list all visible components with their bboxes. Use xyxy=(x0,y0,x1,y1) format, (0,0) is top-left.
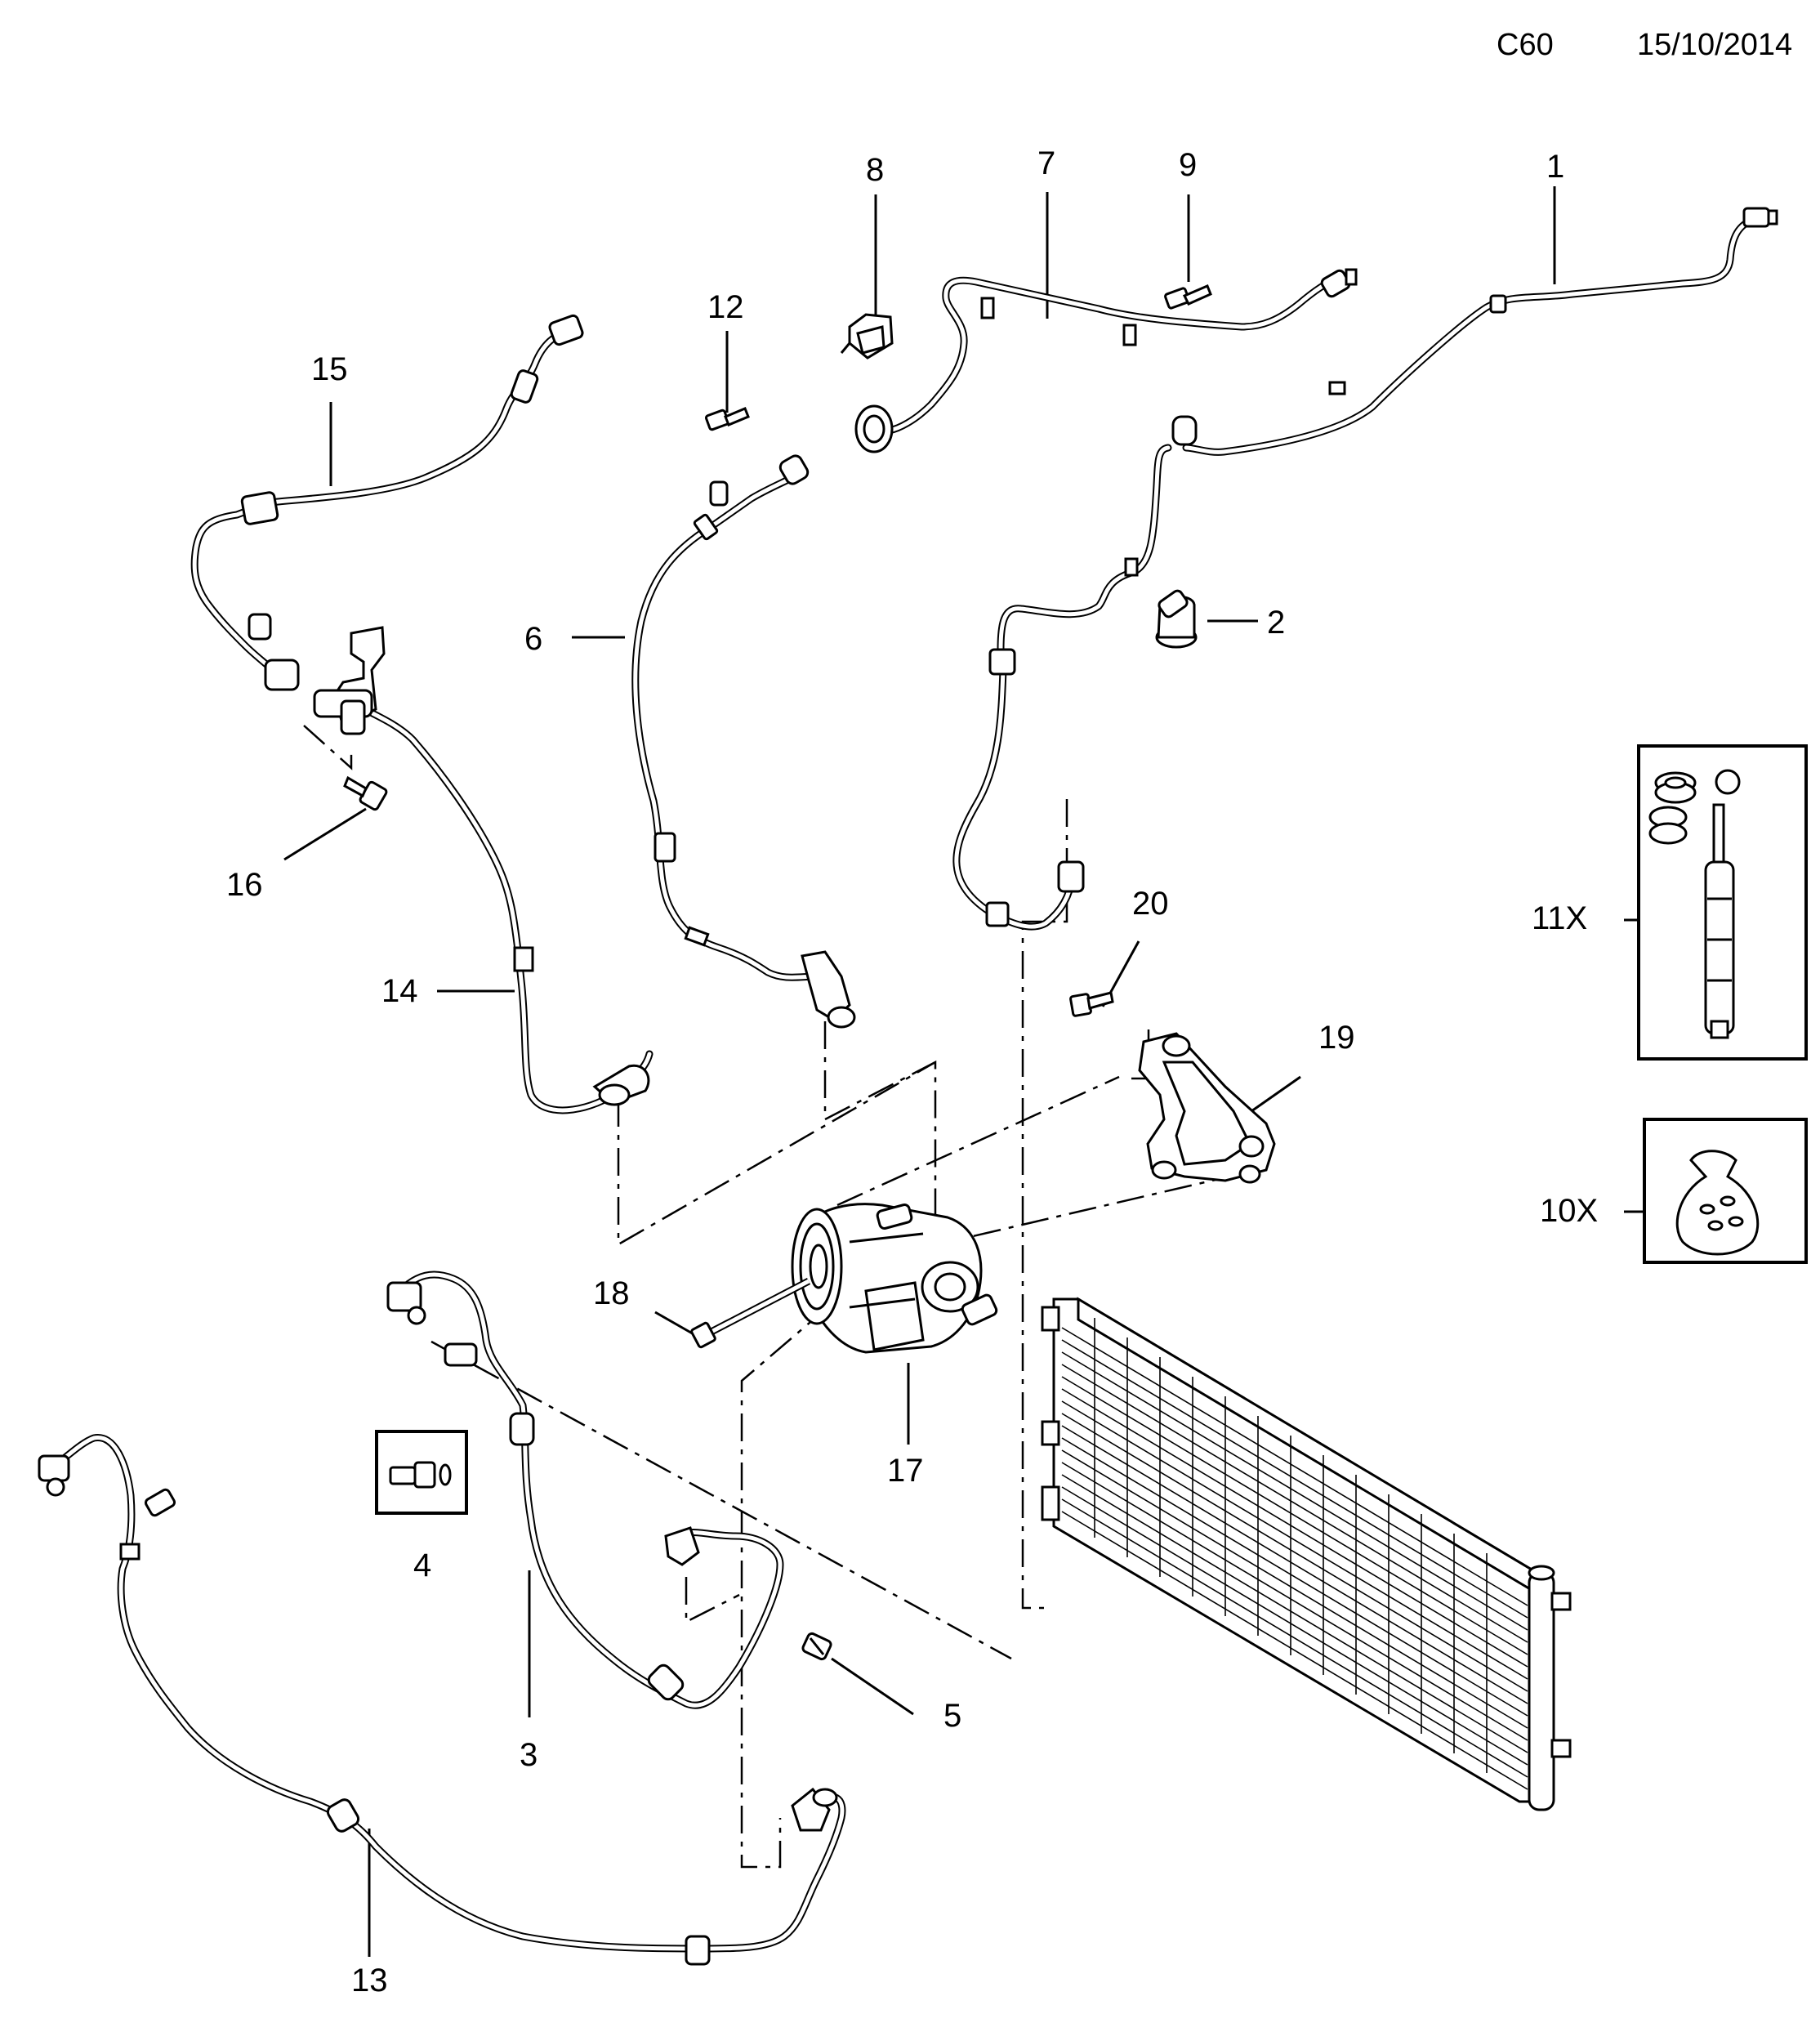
callout-11x: 11X xyxy=(1532,900,1588,936)
callout-6: 6 xyxy=(524,621,543,657)
part-10x-box xyxy=(1643,1118,1808,1264)
valve-2 xyxy=(1155,589,1198,649)
part-11x-box xyxy=(1637,744,1808,1061)
callout-5: 5 xyxy=(943,1698,962,1734)
assembly-lines xyxy=(303,725,1230,1869)
callout-16: 16 xyxy=(226,867,263,903)
bolt-20 xyxy=(1069,991,1114,1017)
bolt-9 xyxy=(1164,284,1212,310)
callout-15: 15 xyxy=(311,351,348,387)
part-4-box xyxy=(375,1430,468,1515)
callout-12: 12 xyxy=(707,289,744,325)
callout-7: 7 xyxy=(1037,145,1056,181)
pipe-1 xyxy=(952,207,1778,931)
bracket-19 xyxy=(1138,1032,1276,1184)
callout-14: 14 xyxy=(381,973,418,1009)
pipe-3 xyxy=(386,1271,784,1709)
condenser-fins xyxy=(1061,1318,1528,1790)
clip-8 xyxy=(840,313,894,359)
callout-1: 1 xyxy=(1546,149,1565,185)
diagram-date: 15/10/2014 xyxy=(1637,28,1793,62)
diagram-code: C60 xyxy=(1497,28,1554,62)
callout-2: 2 xyxy=(1267,605,1286,641)
part-5 xyxy=(801,1632,832,1661)
callout-17: 17 xyxy=(887,1453,924,1489)
pipe-7 xyxy=(854,268,1358,453)
callout-20: 20 xyxy=(1132,886,1169,922)
callout-9: 9 xyxy=(1179,147,1198,183)
callout-18: 18 xyxy=(593,1275,630,1311)
pipe-15 xyxy=(190,314,584,691)
callout-3: 3 xyxy=(520,1737,538,1773)
callout-19: 19 xyxy=(1318,1020,1355,1056)
condenser xyxy=(1041,1297,1572,1811)
compressor-17 xyxy=(690,1203,998,1354)
callout-8: 8 xyxy=(866,152,885,188)
pipe-6 xyxy=(631,454,856,1029)
pipe-13 xyxy=(38,1434,846,1966)
bolt-16 xyxy=(343,775,388,811)
callout-13: 13 xyxy=(351,1963,388,1998)
bolt-12 xyxy=(704,407,750,431)
callout-10x: 10X xyxy=(1540,1193,1599,1229)
pipe-14 xyxy=(313,626,654,1114)
callout-4: 4 xyxy=(413,1547,432,1583)
